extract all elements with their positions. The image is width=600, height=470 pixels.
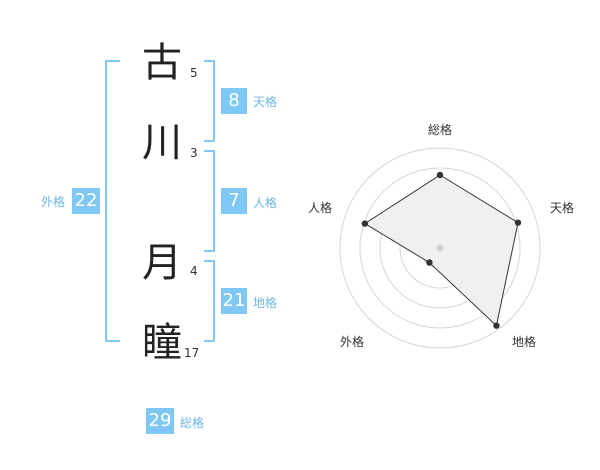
radar-point-3	[493, 322, 500, 329]
stroke-count-1: 5	[190, 66, 198, 80]
name-char-3: 月	[142, 240, 182, 286]
tenkaku-badge: 8	[221, 88, 247, 114]
radar-chart: 総格 天格 地格 外格 人格	[308, 122, 574, 349]
stroke-count-2: 3	[190, 146, 198, 160]
jinkaku-badge: 7	[221, 188, 247, 214]
radar-ring-5	[339, 147, 541, 349]
radar-point-5	[361, 220, 369, 227]
chikaku-label: 地格	[253, 296, 278, 310]
axis-label-jinkaku: 人格	[308, 200, 332, 215]
axis-label-chikaku: 地格	[512, 334, 536, 349]
jinkaku-bracket	[204, 150, 215, 252]
gaikaku-badge: 22	[72, 188, 100, 214]
chikaku-bracket	[204, 260, 215, 342]
gaikaku-label: 外格	[41, 195, 66, 209]
axis-label-soukaku: 総格	[428, 122, 452, 137]
chikaku-badge: 21	[221, 288, 247, 314]
stroke-count-4: 17	[184, 346, 200, 360]
radar-point-2	[514, 219, 522, 226]
soukaku-badge: 29	[146, 408, 174, 434]
name-char-4: 瞳	[142, 320, 182, 366]
axis-label-tenkaku: 天格	[550, 200, 574, 215]
name-char-1: 古	[142, 40, 182, 86]
name-char-2: 川	[142, 120, 182, 166]
tenkaku-bracket	[204, 60, 215, 142]
radar-point-1	[436, 171, 444, 179]
radar-ring-4	[359, 167, 521, 329]
radar-points	[361, 171, 522, 329]
soukaku-label: 総格	[180, 416, 205, 430]
axis-label-gaikaku: 外格	[340, 334, 364, 349]
gaikaku-bracket	[105, 60, 120, 342]
radar-point-4	[426, 259, 433, 266]
tenkaku-label: 天格	[253, 95, 278, 109]
jinkaku-label: 人格	[253, 196, 278, 210]
stroke-count-3: 4	[190, 264, 198, 278]
radar-center-dot	[437, 245, 443, 251]
